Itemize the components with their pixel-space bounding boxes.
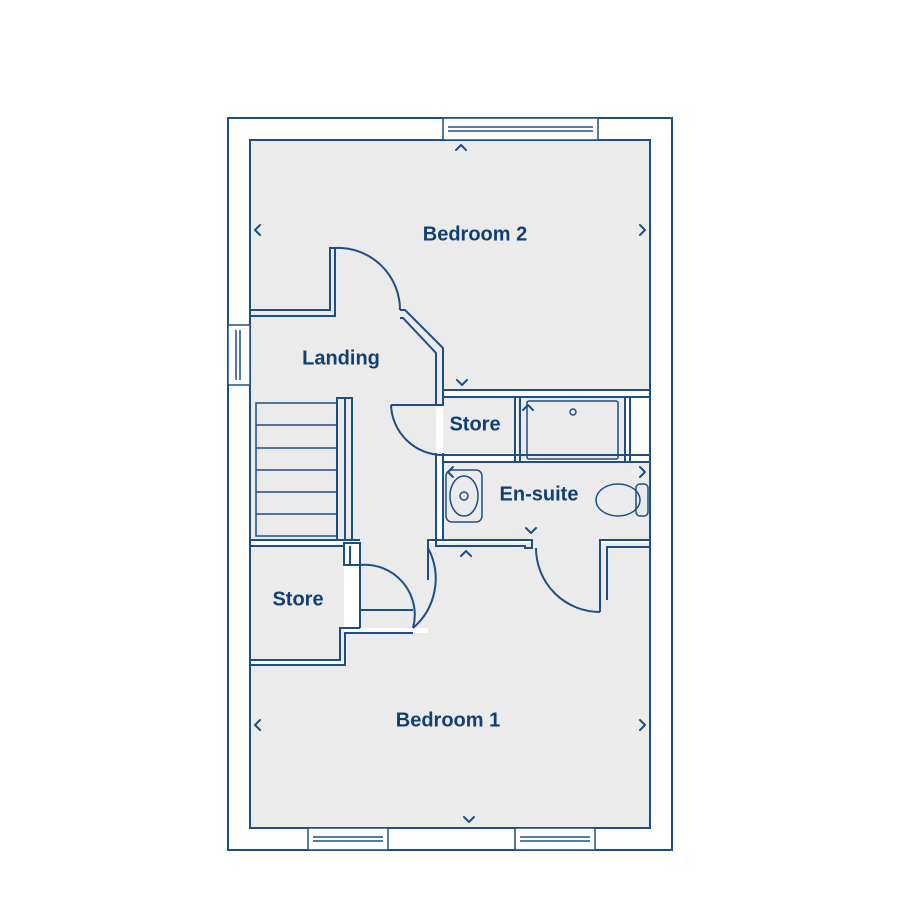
chevron-left-icon bbox=[254, 719, 261, 731]
window-top bbox=[442, 117, 599, 141]
door-en-suite bbox=[535, 547, 601, 613]
chevron-right-icon bbox=[639, 719, 646, 731]
floor-lower-store bbox=[250, 546, 344, 660]
floor-landing bbox=[250, 248, 443, 628]
door-bedroom-1 bbox=[412, 543, 437, 629]
window-bottom-left bbox=[307, 827, 389, 851]
door-upper-store bbox=[390, 404, 444, 456]
room-label-upper-store: Store bbox=[449, 413, 500, 435]
doors bbox=[334, 246, 601, 629]
chevron-down-icon bbox=[525, 527, 537, 534]
stairs bbox=[255, 402, 338, 537]
room-label-en-suite: En-suite bbox=[500, 483, 579, 505]
dimension-markers bbox=[254, 144, 646, 823]
toilet-icon bbox=[595, 483, 649, 517]
chevron-left-icon bbox=[447, 466, 454, 478]
fittings bbox=[445, 400, 649, 523]
chevron-up-icon bbox=[460, 550, 472, 557]
room-labels: Bedroom 2 Landing Store En-suite Store B… bbox=[272, 223, 578, 731]
room-label-bedroom-1: Bedroom 1 bbox=[396, 709, 500, 731]
chevron-right-icon bbox=[639, 224, 646, 236]
shower-drain-icon bbox=[569, 408, 577, 416]
chevron-right-icon bbox=[639, 466, 646, 478]
chevron-down-icon bbox=[456, 379, 468, 386]
window-left bbox=[227, 324, 251, 386]
room-label-lower-store: Store bbox=[272, 588, 323, 610]
shower-tray bbox=[526, 400, 619, 460]
chevron-up-icon bbox=[455, 144, 467, 151]
room-label-bedroom-2: Bedroom 2 bbox=[423, 223, 527, 245]
floor-areas bbox=[250, 140, 650, 828]
floor-bedroom-1 bbox=[250, 540, 650, 828]
door-bedroom-2 bbox=[334, 246, 402, 311]
windows bbox=[227, 117, 599, 851]
floor-shower bbox=[517, 398, 625, 460]
door-lower-store bbox=[359, 563, 416, 629]
chevron-left-icon bbox=[254, 224, 261, 236]
floor-upper-store bbox=[443, 398, 515, 453]
room-label-landing: Landing bbox=[302, 347, 380, 369]
chevron-up-icon bbox=[522, 404, 534, 411]
chevron-down-icon bbox=[463, 816, 475, 823]
basin-icon bbox=[445, 469, 483, 523]
window-bottom-right bbox=[514, 827, 596, 851]
